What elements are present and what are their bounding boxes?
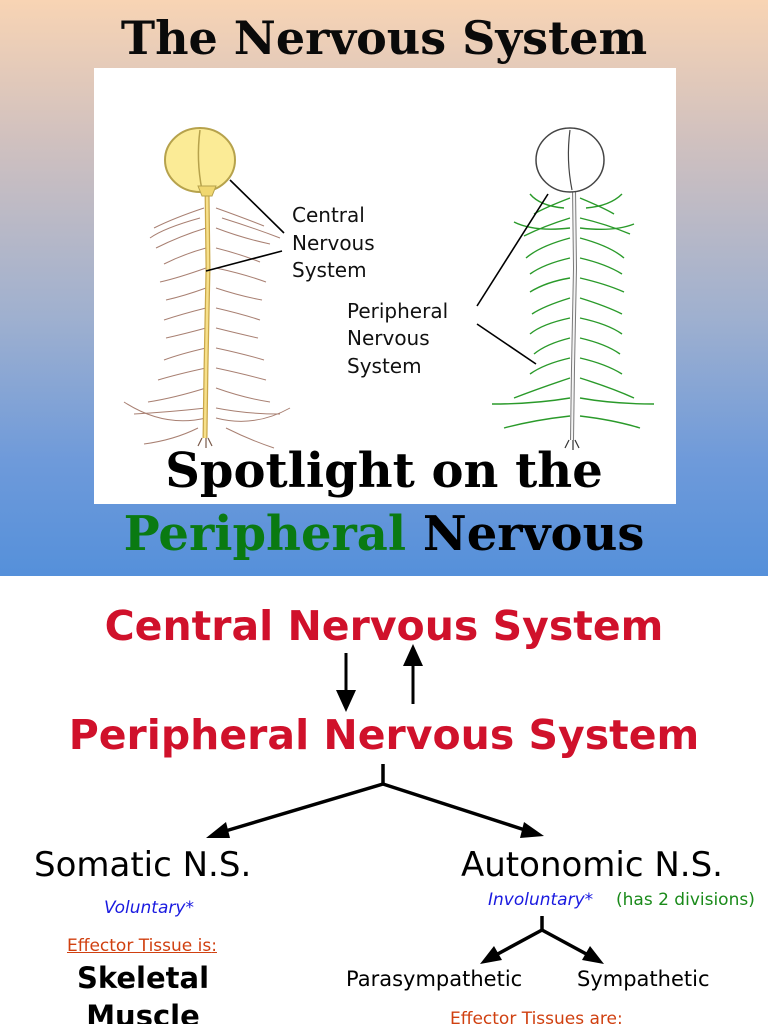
pointer-lines xyxy=(205,179,549,365)
spotlight-line: Spotlight on the xyxy=(165,443,603,499)
skeletal-muscle-text: Skeletal Muscle xyxy=(30,960,256,1024)
cns-label-line-3: System xyxy=(292,258,367,282)
pns-subtitle: Peripheral Nervous xyxy=(0,508,768,561)
somatic-effector-label: Effector Tissue is: xyxy=(67,936,217,956)
slide-title: The Nervous System xyxy=(120,11,648,65)
voluntary-note: Voluntary* xyxy=(104,898,194,918)
pns-branch-arrows xyxy=(221,764,529,834)
arrow-up xyxy=(403,644,423,704)
nervous-system-figure: Central Nervous System Peripheral Nervou… xyxy=(94,68,676,504)
cns-illustration xyxy=(123,127,291,449)
right-nerves xyxy=(491,193,655,429)
arrowhead-left xyxy=(206,822,230,838)
pns-heading: Peripheral Nervous System xyxy=(68,711,700,759)
nervous-system-diagram: Central Nervous System Peripheral Nervou… xyxy=(123,127,655,450)
slide-1: The Nervous System xyxy=(0,0,768,576)
divisions-note: (has 2 divisions) xyxy=(616,890,755,910)
somatic-title: Somatic N.S. xyxy=(34,845,252,885)
pns-illustration xyxy=(491,127,655,450)
pns-label-line-2: Nervous xyxy=(347,326,430,350)
autonomic-title: Autonomic N.S. xyxy=(461,845,723,885)
peripheral-word: Peripheral xyxy=(123,506,407,562)
sympathetic-label: Sympathetic xyxy=(577,967,710,991)
involuntary-note: Involuntary* xyxy=(488,890,594,910)
arrowhead-parasym xyxy=(480,946,502,964)
cns-label-line-1: Central xyxy=(292,203,365,227)
slide-2: Central Nervous System Peripheral Nervou… xyxy=(0,576,768,1024)
skeletal-line-2: Muscle xyxy=(86,998,200,1024)
parasympathetic-label: Parasympathetic xyxy=(346,967,523,991)
left-nerves xyxy=(123,207,291,449)
skeletal-line-1: Skeletal xyxy=(76,961,210,995)
nervous-word: Nervous xyxy=(422,506,645,562)
somatic-effector-colon: : xyxy=(211,936,217,956)
cns-label-line-2: Nervous xyxy=(292,231,375,255)
brain-outline-icon xyxy=(535,127,605,193)
arrowhead-right xyxy=(520,822,544,838)
autonomic-effector-label: Effector Tissues are: xyxy=(450,1009,623,1024)
pns-label-line-3: System xyxy=(347,354,422,378)
arrow-down xyxy=(336,653,356,712)
pns-label-line-1: Peripheral xyxy=(347,299,448,323)
arrowhead-sym xyxy=(582,946,604,964)
autonomic-branch-arrows xyxy=(493,916,591,958)
flow-arrows xyxy=(206,644,604,964)
cns-heading: Central Nervous System xyxy=(104,602,664,650)
somatic-effector-text: Effector Tissue is xyxy=(67,936,212,956)
